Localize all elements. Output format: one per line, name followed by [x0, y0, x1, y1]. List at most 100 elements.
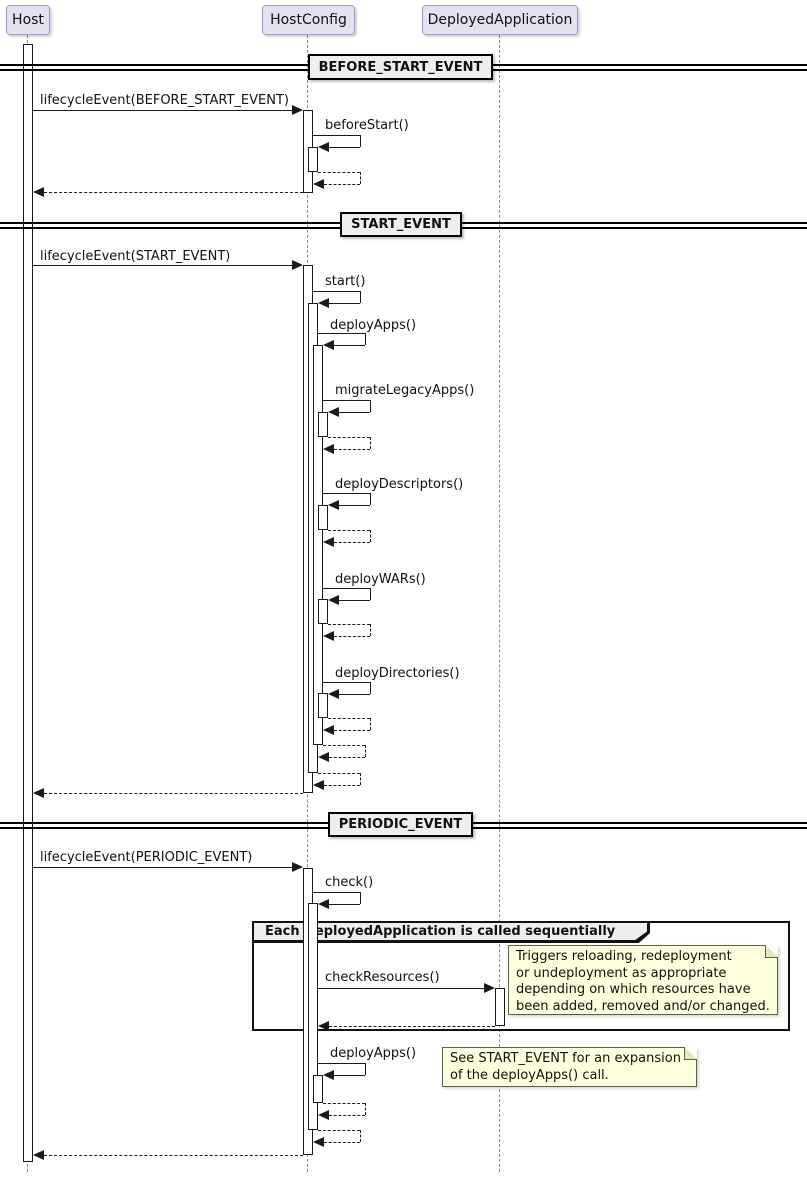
arrowhead-left-icon: [323, 1070, 334, 1080]
arrowhead-left-icon: [318, 1021, 329, 1031]
selfcall-deployapps: [318, 333, 365, 334]
label-start: start(): [325, 274, 366, 289]
selfcall-check: [313, 892, 360, 893]
selfcall-deploydescriptors-v: [370, 493, 371, 505]
return-deployapps-b: [329, 757, 365, 758]
return-deploydescriptors: [328, 530, 370, 531]
selfcall-migratelegacyapps-b: [339, 412, 370, 413]
arrowhead-left-icon: [323, 631, 334, 641]
selfcall-deploydescriptors: [323, 493, 370, 494]
arrowhead-left-icon: [328, 595, 339, 605]
arrowhead-left-icon: [313, 1137, 324, 1147]
return-deployapps-periodic-b: [329, 1115, 365, 1116]
return-deploydescriptors-v: [370, 530, 371, 542]
selfcall-deployapps-periodic-b: [334, 1075, 365, 1076]
activation-deployapps-periodic: [313, 1075, 323, 1103]
return-deployapps-periodic-v: [365, 1103, 366, 1115]
divider-before-start-event: BEFORE_START_EVENT: [308, 54, 493, 80]
return-to-host-start: [44, 793, 303, 794]
arrowhead-left-icon: [313, 179, 324, 189]
participant-deployedapplication: DeployedApplication: [422, 5, 578, 35]
activation-host: [23, 44, 33, 1162]
return-migratelegacyapps: [328, 437, 370, 438]
note-deploy-apps: See START_EVENT for an expansion of the …: [442, 1047, 697, 1087]
participant-host: Host: [6, 5, 50, 35]
note-check-resources: Triggers reloading, redeployment or unde…: [508, 945, 778, 1015]
selfcall-migratelegacyapps: [323, 400, 370, 401]
selfcall-start-b: [329, 303, 360, 304]
arrowhead-left-icon: [318, 1110, 329, 1120]
return-to-host-periodic: [44, 1155, 303, 1156]
arrowhead-left-icon: [33, 1150, 44, 1160]
label-lifecycle-start: lifecycleEvent(START_EVENT): [40, 249, 231, 264]
return-check: [318, 1130, 360, 1131]
return-deployapps: [323, 745, 365, 746]
selfcall-deployapps-periodic: [318, 1063, 365, 1064]
selfcall-beforestart: [313, 135, 360, 136]
label-deploydirectories: deployDirectories(): [335, 666, 460, 681]
return-beforestart: [318, 172, 360, 173]
group-header: [252, 921, 650, 943]
activation-deployapps: [313, 345, 323, 745]
arrowhead-left-icon: [318, 142, 329, 152]
activation-deployedapplication: [495, 988, 505, 1026]
return-deploywars-v: [370, 624, 371, 636]
arrow-checkresources: [318, 988, 484, 989]
label-migratelegacyapps: migrateLegacyApps(): [335, 383, 475, 398]
return-to-host-before: [44, 192, 303, 193]
selfcall-check-b: [329, 904, 360, 905]
arrowhead-right-icon: [292, 105, 303, 115]
arrowhead-left-icon: [328, 500, 339, 510]
selfcall-beforestart-b: [329, 147, 360, 148]
selfcall-check-v: [360, 892, 361, 904]
return-check-v: [360, 1130, 361, 1142]
return-deploywars: [328, 624, 370, 625]
arrowhead-left-icon: [33, 788, 44, 798]
divider-start-event: START_EVENT: [340, 212, 462, 237]
label-lifecycle-before-start: lifecycleEvent(BEFORE_START_EVENT): [40, 93, 289, 108]
group-label: Each DeployedApplication is called seque…: [265, 924, 616, 939]
selfcall-deploydirectories: [323, 682, 370, 683]
return-check-b: [324, 1142, 360, 1143]
selfcall-deployapps-b: [334, 345, 365, 346]
arrowhead-left-icon: [318, 752, 329, 762]
label-check: check(): [325, 875, 374, 890]
return-deploydirectories-b: [334, 730, 370, 731]
return-deploydirectories: [328, 718, 370, 719]
arrowhead-left-icon: [323, 537, 334, 547]
label-deployapps: deployApps(): [330, 318, 417, 333]
arrowhead-right-icon: [292, 862, 303, 872]
return-deployapps-periodic: [323, 1103, 365, 1104]
selfcall-beforestart-v: [360, 135, 361, 147]
activation-deploywars: [318, 599, 328, 624]
return-deployapps-v: [365, 745, 366, 757]
selfcall-start-v: [360, 291, 361, 303]
selfcall-deploydescriptors-b: [339, 505, 370, 506]
return-deploywars-b: [334, 636, 370, 637]
arrowhead-left-icon: [328, 689, 339, 699]
label-deploywars: deployWARs(): [335, 572, 426, 587]
return-deploydescriptors-b: [334, 542, 370, 543]
arrowhead-left-icon: [33, 187, 44, 197]
return-beforestart-b: [324, 184, 360, 185]
selfcall-deploywars: [323, 588, 370, 589]
arrowhead-left-icon: [328, 407, 339, 417]
activation-check: [308, 903, 318, 1130]
activation-deploydirectories: [318, 693, 328, 718]
label-deployapps-periodic: deployApps(): [330, 1046, 417, 1061]
activation-deploydescriptors: [318, 505, 328, 530]
return-deploydirectories-v: [370, 718, 371, 730]
activation-beforestart: [308, 147, 318, 172]
label-checkresources: checkResources(): [325, 970, 440, 985]
arrowhead-left-icon: [318, 298, 329, 308]
selfcall-migratelegacyapps-v: [370, 400, 371, 412]
selfcall-deploydirectories-b: [339, 694, 370, 695]
arrow-lifecycle-start: [33, 265, 292, 266]
arrow-lifecycle-before-start: [33, 110, 292, 111]
selfcall-deployapps-periodic-v: [365, 1063, 366, 1075]
selfcall-deployapps-v: [365, 333, 366, 345]
arrow-lifecycle-periodic: [33, 867, 292, 868]
selfcall-start: [313, 291, 360, 292]
return-checkresources: [329, 1026, 495, 1027]
